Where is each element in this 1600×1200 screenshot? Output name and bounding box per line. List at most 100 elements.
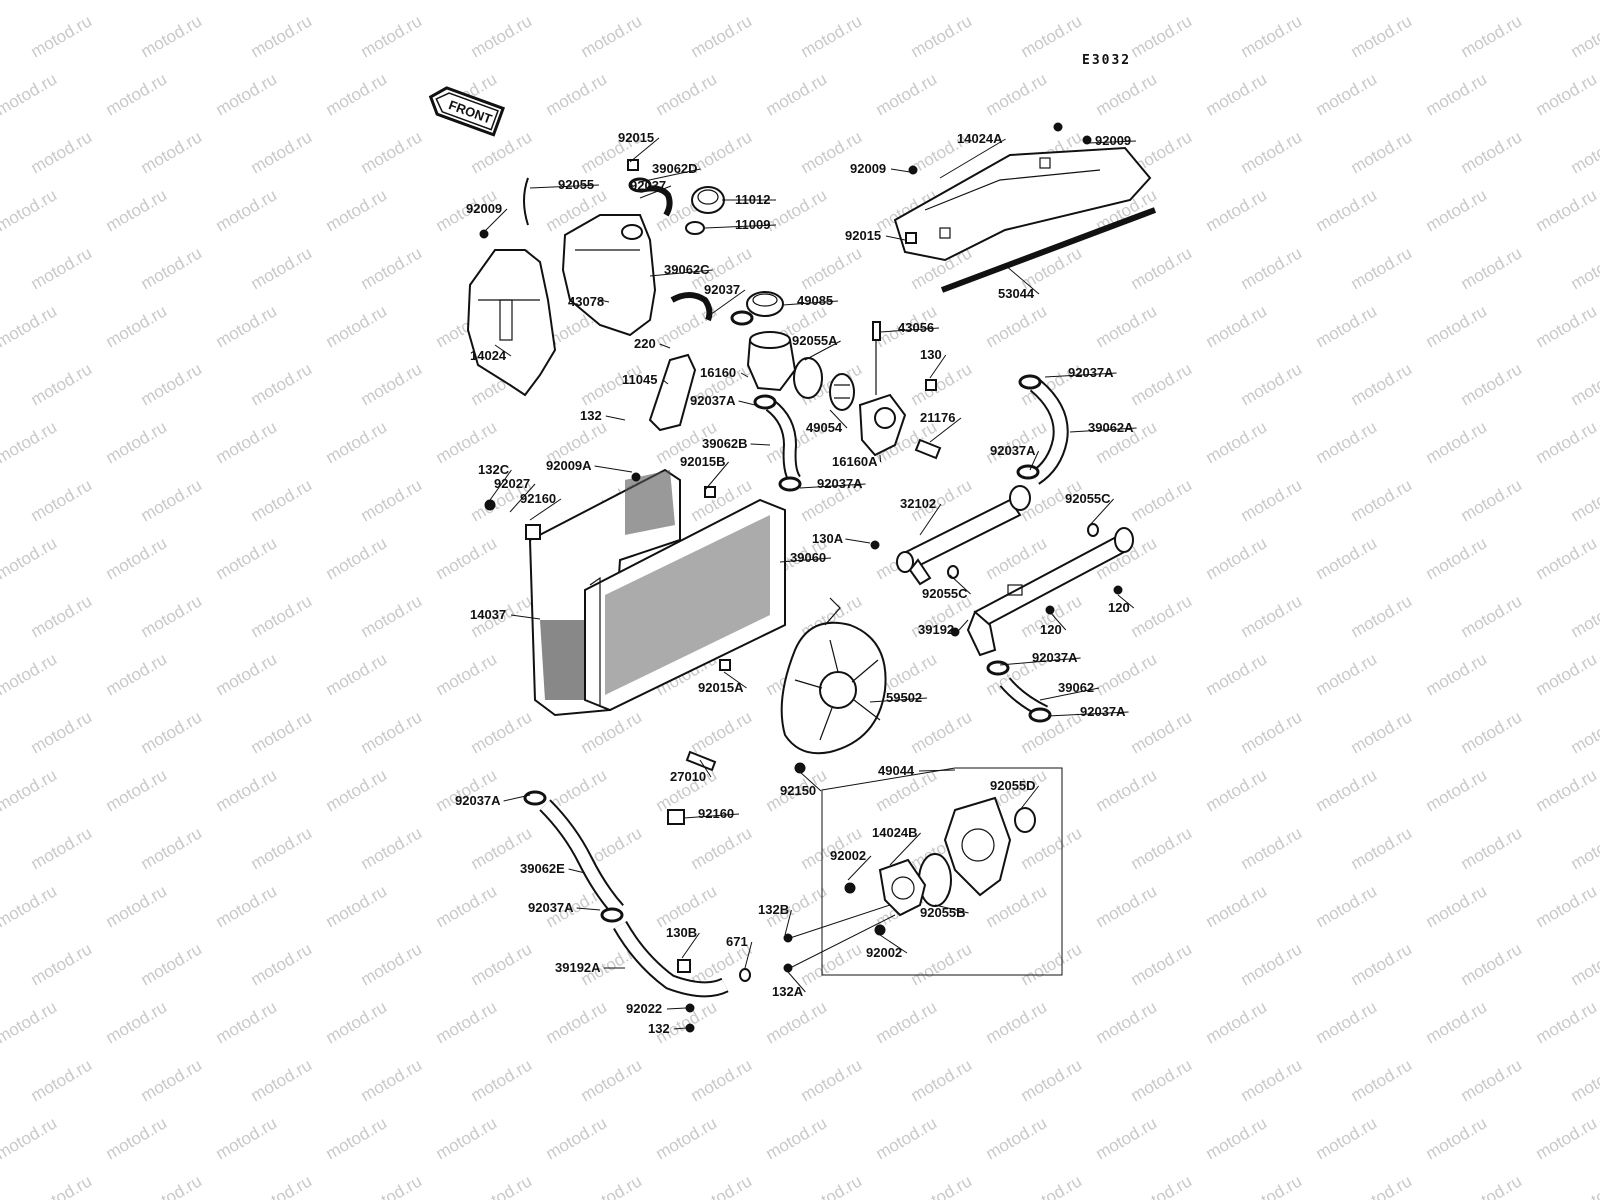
bolt-92002-a — [844, 882, 856, 894]
watermark-text: motod.ru — [213, 69, 281, 119]
part-label: 92160 — [698, 806, 734, 821]
watermark-text: motod.ru — [1348, 707, 1416, 757]
part-label: 130A — [812, 531, 844, 546]
part-label: 14037 — [470, 607, 506, 622]
watermark-text: motod.ru — [138, 707, 206, 757]
watermark-text: motod.ru — [1568, 823, 1600, 873]
watermark-text: motod.ru — [1313, 765, 1381, 815]
watermark-text: motod.ru — [1423, 417, 1491, 467]
bolt-130 — [925, 379, 937, 391]
watermark-text: motod.ru — [138, 1171, 206, 1200]
seal-strip-53044 — [940, 207, 1157, 293]
watermark-text: motod.ru — [543, 1113, 611, 1163]
hose-clamp — [778, 476, 802, 492]
watermark-text: motod.ru — [1458, 11, 1526, 61]
watermark-text: motod.ru — [1128, 359, 1196, 409]
watermark-text: motod.ru — [468, 11, 536, 61]
part-label: 92027 — [494, 476, 530, 491]
sensor-21176 — [914, 438, 942, 460]
watermark-text: motod.ru — [1238, 823, 1306, 873]
leader-line — [568, 868, 586, 874]
part-label: 92037A — [1080, 704, 1126, 719]
part-label: 92055B — [920, 905, 966, 920]
leader-line — [649, 269, 713, 277]
leader-line — [869, 697, 928, 703]
watermark-text: motod.ru — [0, 765, 60, 815]
leader-line — [784, 909, 792, 936]
watermark-text: motod.ru — [983, 533, 1051, 583]
watermark-text: motod.ru — [1458, 475, 1526, 525]
thermostat-housing-16160A — [858, 393, 907, 457]
leader-line — [889, 832, 921, 866]
leader-line — [799, 483, 866, 489]
pump-cover-49044 — [943, 796, 1012, 897]
watermark-text: motod.ru — [1203, 533, 1271, 583]
watermark-text: motod.ru — [323, 417, 391, 467]
watermark-text: motod.ru — [1128, 823, 1196, 873]
part-label: 92037A — [455, 793, 501, 808]
leader-line — [804, 340, 841, 361]
part-label: 92015B — [680, 454, 726, 469]
part-label: 92055C — [1065, 491, 1111, 506]
watermark-text: motod.ru — [213, 649, 281, 699]
front-arrow-icon: FRONT — [428, 86, 506, 137]
o-ring-92055C-b — [1087, 523, 1099, 537]
hose-clamp — [1018, 374, 1042, 390]
leader-line — [949, 574, 971, 595]
bolt-132-mid — [950, 627, 960, 637]
nut-92015B — [704, 486, 716, 498]
watermark-text: motod.ru — [1423, 997, 1491, 1047]
leader-line — [750, 443, 771, 446]
watermark-text: motod.ru — [248, 475, 316, 525]
part-label: 92009 — [466, 201, 502, 216]
watermark-text: motod.ru — [323, 185, 391, 235]
thermostat-49054 — [829, 373, 855, 411]
watermark-text: motod.ru — [1313, 69, 1381, 119]
watermark-text: motod.ru — [138, 823, 206, 873]
watermark-text: motod.ru — [28, 591, 96, 641]
watermark-text: motod.ru — [543, 0, 611, 3]
reservoir-tank-43078 — [561, 214, 657, 337]
watermark-text: motod.ru — [1423, 0, 1491, 3]
part-label: 11012 — [735, 192, 770, 207]
reservoir-cover-14024 — [466, 249, 557, 397]
watermark-text: motod.ru — [433, 1113, 501, 1163]
part-label: 92002 — [866, 945, 902, 960]
watermark-text: motod.ru — [983, 69, 1051, 119]
hose-39062B-inner — [766, 401, 800, 483]
leader-line — [529, 498, 562, 521]
watermark-text: motod.ru — [138, 1055, 206, 1105]
watermark-text: motod.ru — [688, 707, 756, 757]
part-label: 92015 — [618, 130, 654, 145]
watermark-text: motod.ru — [763, 185, 831, 235]
part-label: 92015A — [698, 680, 744, 695]
watermark-text: motod.ru — [1423, 881, 1491, 931]
watermark-text: motod.ru — [323, 1113, 391, 1163]
part-label: 39062 — [1058, 680, 1094, 695]
watermark-text: motod.ru — [358, 359, 426, 409]
watermark-text: motod.ru — [1458, 707, 1526, 757]
part-label: 92055 — [558, 177, 594, 192]
watermark-text: motod.ru — [1458, 359, 1526, 409]
watermark-text: motod.ru — [1128, 1171, 1196, 1200]
watermark-text: motod.ru — [1458, 127, 1526, 177]
watermark-text: motod.ru — [213, 765, 281, 815]
watermark-text: motod.ru — [248, 591, 316, 641]
leader-line — [1044, 372, 1117, 378]
watermark-text: motod.ru — [908, 939, 976, 989]
watermark-text: motod.ru — [1313, 0, 1381, 3]
watermark-text: motod.ru — [1128, 1055, 1196, 1105]
watermark-text: motod.ru — [28, 823, 96, 873]
radiator-39060 — [584, 498, 786, 712]
pump-group-frame — [821, 767, 1063, 976]
bolt-120-b — [1045, 605, 1055, 615]
watermark-text: motod.ru — [468, 707, 536, 757]
hose-39062C — [670, 292, 713, 322]
lead-132B — [789, 904, 891, 939]
part-label: 32102 — [900, 496, 936, 511]
part-label: 43056 — [898, 320, 934, 335]
watermark-text: motod.ru — [763, 997, 831, 1047]
watermark-text: motod.ru — [763, 69, 831, 119]
watermark-text: motod.ru — [1128, 707, 1196, 757]
watermark-text: motod.ru — [0, 417, 60, 467]
